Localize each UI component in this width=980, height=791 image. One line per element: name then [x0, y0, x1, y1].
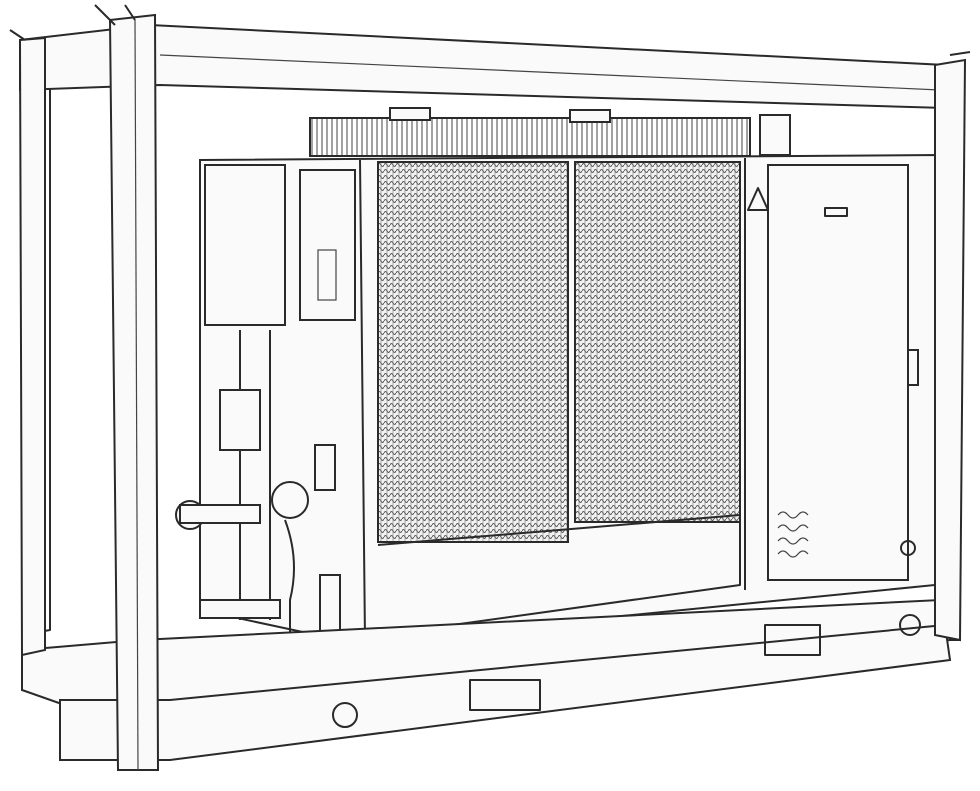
lower-panel [377, 514, 741, 636]
condenser-fan-deck [309, 107, 791, 157]
condenser-coil-grille-left [377, 161, 569, 543]
electrical-cabinet-door [747, 164, 919, 581]
warning-triangle-icon [747, 187, 769, 211]
frame-top-beam [19, 23, 946, 110]
frame-base [21, 598, 952, 761]
hydraulic-module [175, 164, 356, 646]
condenser-coil-grille-right [574, 161, 741, 523]
door-handle [907, 349, 919, 386]
frame-front-posts [9, 4, 971, 771]
